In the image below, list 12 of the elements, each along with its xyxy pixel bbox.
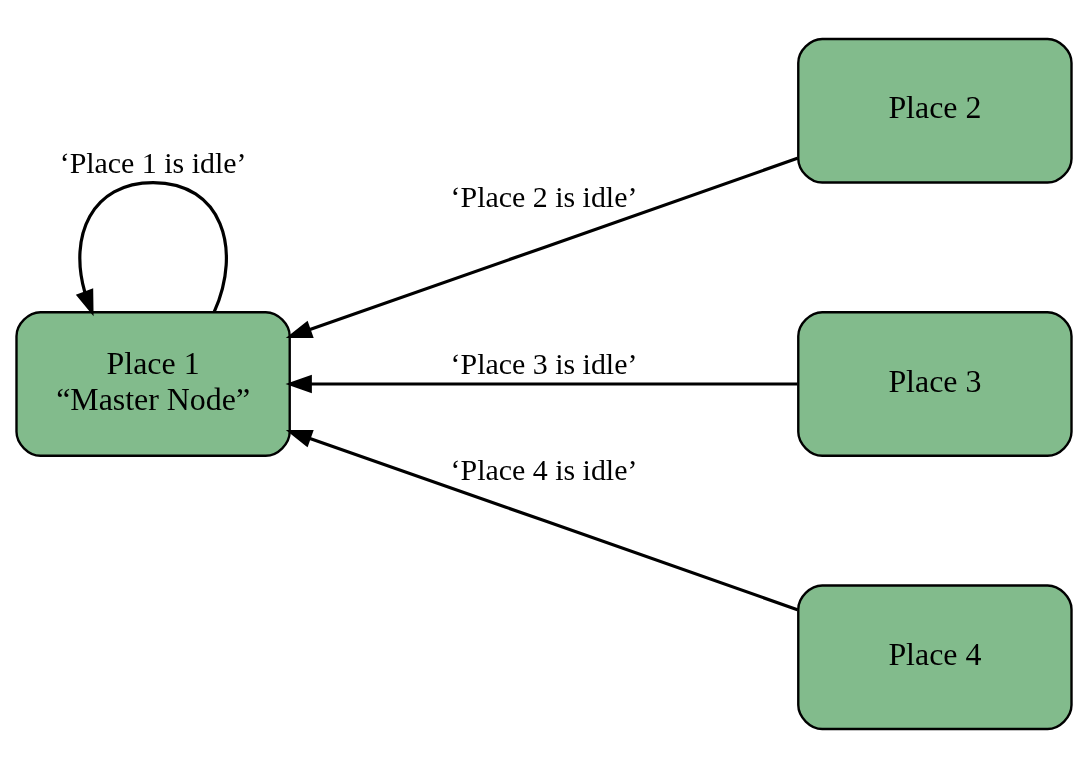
node-box: Place 1 “Master Node” [15,311,291,457]
arrow [75,180,228,317]
edge-label: ‘Place 3 is idle’ [450,347,638,381]
arrow [285,374,798,394]
arrow [285,156,798,339]
arrow [285,429,798,612]
edge-label: ‘Place 4 is idle’ [450,452,638,486]
edge-label: ‘Place 2 is idle’ [450,179,638,213]
edge-label: ‘Place 1 is idle’ [59,145,247,179]
node-box: Place 2 [797,37,1073,184]
node-box: Place 3 [797,311,1073,457]
node-box: Place 4 [797,584,1073,731]
